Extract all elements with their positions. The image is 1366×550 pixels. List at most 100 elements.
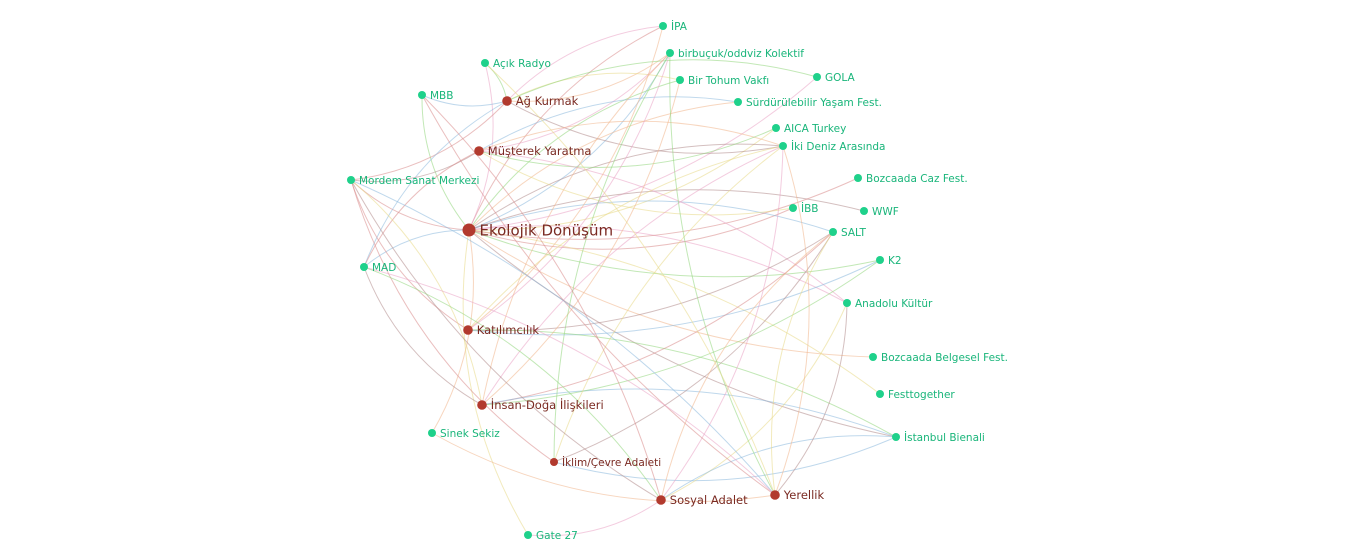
node-label-mordem: Mordem Sanat Merkezi (359, 175, 479, 187)
node-bozcaadabelgesel[interactable]: Bozcaada Belgesel Fest. (869, 352, 1008, 364)
node-birtohum[interactable]: Bir Tohum Vakfı (676, 75, 769, 87)
node-marker-insandoga[interactable] (477, 400, 487, 410)
edge-ekolojik-bozcaadabelgesel (468, 229, 874, 358)
edge-ekolojik-gate27 (462, 229, 529, 536)
node-marker-istanbulbienali[interactable] (892, 433, 900, 441)
node-ibb[interactable]: İBB (789, 202, 819, 215)
edge-insandoga-ikideniz (481, 145, 784, 406)
node-bozcaadacaz[interactable]: Bozcaada Caz Fest. (854, 173, 968, 185)
edge-ekolojik-ipa (468, 25, 664, 231)
node-marker-sineksekiz[interactable] (428, 429, 436, 437)
node-marker-ekolojik[interactable] (462, 223, 476, 237)
edge-agkurmak-gola (506, 59, 818, 102)
node-ipa[interactable]: İPA (659, 20, 688, 33)
edge-musterek-anadolu (478, 150, 848, 304)
node-label-musterek: Müşterek Yaratma (488, 144, 592, 158)
edge-ekolojik-mbb (421, 94, 470, 231)
node-marker-iklim[interactable] (550, 458, 558, 466)
node-label-iklim: İklim/Çevre Adaleti (562, 456, 661, 469)
node-anadolu[interactable]: Anadolu Kültür (843, 298, 933, 310)
node-label-salt: SALT (841, 227, 866, 239)
node-marker-aica[interactable] (772, 124, 780, 132)
node-marker-salt[interactable] (829, 228, 837, 236)
edge-insandoga-mad (363, 266, 483, 406)
node-sosyal[interactable]: Sosyal Adalet (656, 493, 748, 507)
node-marker-wwf[interactable] (860, 207, 868, 215)
node-surdurulebilir[interactable]: Sürdürülebilir Yaşam Fest. (734, 97, 882, 109)
node-marker-gola[interactable] (813, 73, 821, 81)
node-salt[interactable]: SALT (829, 227, 866, 239)
node-marker-anadolu[interactable] (843, 299, 851, 307)
node-marker-musterek[interactable] (474, 146, 484, 156)
node-aica[interactable]: AICA Turkey (772, 123, 846, 135)
node-mbb[interactable]: MBB (418, 90, 453, 102)
node-istanbulbienali[interactable]: İstanbul Bienali (892, 431, 985, 444)
edge-yerellik-birbucuk (669, 52, 776, 496)
node-katilim[interactable]: Katılımcılık (463, 323, 539, 337)
node-marker-ipa[interactable] (659, 22, 667, 30)
node-marker-birbucuk[interactable] (666, 49, 674, 57)
edge-ekolojik-surdurulebilir (468, 101, 739, 231)
node-marker-ikideniz[interactable] (779, 142, 787, 150)
edge-musterek-birbucuk (478, 52, 671, 152)
node-musterek[interactable]: Müşterek Yaratma (474, 144, 591, 158)
node-gola[interactable]: GOLA (813, 72, 855, 84)
node-marker-mordem[interactable] (347, 176, 355, 184)
node-marker-agkurmak[interactable] (502, 96, 512, 106)
node-label-yerellik: Yerellik (783, 488, 825, 502)
edge-ekolojik-festtogether (468, 229, 881, 395)
edge-sosyal-mbb (421, 94, 662, 501)
node-mad[interactable]: MAD (360, 262, 396, 274)
edge-agkurmak-birtohum (506, 72, 681, 102)
node-marker-katilim[interactable] (463, 325, 473, 335)
node-gate27[interactable]: Gate 27 (524, 530, 578, 542)
edge-agkurmak-ipa (506, 25, 664, 102)
edge-yerellik-mbb (421, 94, 776, 496)
node-iklim[interactable]: İklim/Çevre Adaleti (550, 456, 661, 469)
node-festtogether[interactable]: Festtogether (876, 389, 955, 401)
node-marker-mad[interactable] (360, 263, 368, 271)
node-marker-acikradyo[interactable] (481, 59, 489, 67)
node-sineksekiz[interactable]: Sinek Sekiz (428, 428, 500, 440)
node-label-wwf: WWF (872, 206, 899, 218)
edge-katilim-k2 (467, 259, 881, 336)
edge-sosyal-mordem (350, 179, 662, 501)
edge-insandoga-salt (481, 231, 834, 406)
node-marker-bozcaadacaz[interactable] (854, 174, 862, 182)
node-label-k2: K2 (888, 255, 902, 267)
node-marker-ibb[interactable] (789, 204, 797, 212)
node-marker-surdurulebilir[interactable] (734, 98, 742, 106)
edge-yerellik-mad (363, 266, 776, 496)
node-ikideniz[interactable]: İki Deniz Arasında (779, 140, 885, 153)
node-marker-gate27[interactable] (524, 531, 532, 539)
edge-ekolojik-birtohum (468, 79, 681, 231)
node-yerellik[interactable]: Yerellik (770, 488, 825, 502)
node-marker-yerellik[interactable] (770, 490, 780, 500)
node-insandoga[interactable]: İnsan-Doğa İlişkileri (477, 397, 604, 412)
edge-yerellik-sineksekiz (431, 432, 776, 503)
node-label-mad: MAD (372, 262, 396, 274)
node-wwf[interactable]: WWF (860, 206, 899, 218)
node-marker-mbb[interactable] (418, 91, 426, 99)
node-marker-birtohum[interactable] (676, 76, 684, 84)
node-acikradyo[interactable]: Açık Radyo (481, 58, 551, 70)
node-ekolojik[interactable]: Ekolojik Dönüşüm (462, 221, 614, 239)
node-marker-festtogether[interactable] (876, 390, 884, 398)
node-birbucuk[interactable]: birbuçuk/oddviz Kolektif (666, 48, 804, 60)
node-label-surdurulebilir: Sürdürülebilir Yaşam Fest. (746, 97, 882, 109)
edge-ekolojik-bozcaadacaz (468, 177, 859, 240)
node-agkurmak[interactable]: Ağ Kurmak (502, 94, 579, 108)
node-mordem[interactable]: Mordem Sanat Merkezi (347, 175, 479, 187)
node-marker-sosyal[interactable] (656, 495, 666, 505)
node-label-mbb: MBB (430, 90, 453, 102)
node-label-gola: GOLA (825, 72, 855, 84)
node-marker-bozcaadabelgesel[interactable] (869, 353, 877, 361)
node-label-sosyal: Sosyal Adalet (670, 493, 748, 507)
edge-agkurmak-ikideniz (506, 100, 784, 154)
node-label-acikradyo: Açık Radyo (493, 58, 551, 70)
edge-agkurmak-birbucuk (506, 52, 671, 102)
node-k2[interactable]: K2 (876, 255, 902, 267)
node-label-aica: AICA Turkey (784, 123, 846, 135)
node-marker-k2[interactable] (876, 256, 884, 264)
edge-sosyal-mad (363, 266, 662, 501)
